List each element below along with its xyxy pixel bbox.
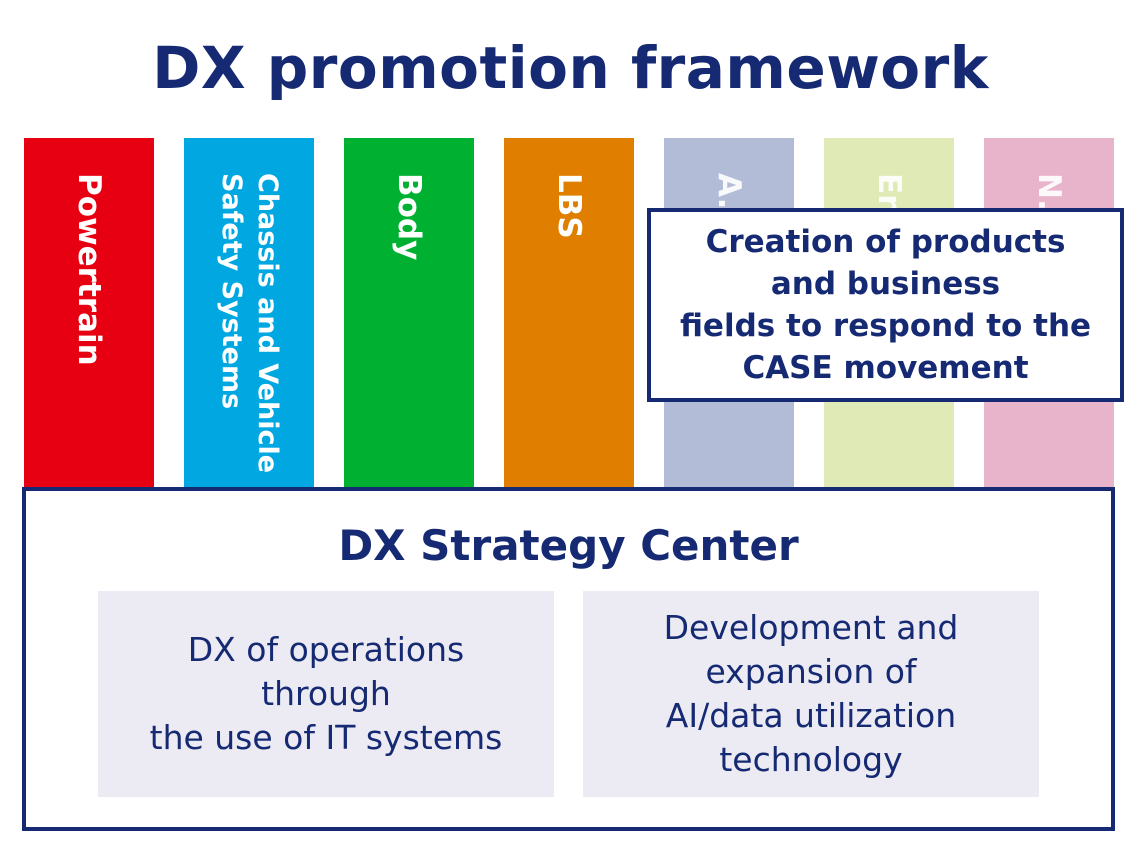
ai-data-box: Development and expansion of AI/data uti…: [583, 591, 1039, 797]
dx-strategy-center-title: DX Strategy Center: [338, 521, 799, 570]
column-label-chassis-safety: Chassis and Vehicle Safety Systems: [216, 173, 283, 474]
it-systems-text: DX of operations through the use of IT s…: [149, 630, 503, 757]
case-movement-box: Creation of products and business fields…: [647, 208, 1124, 402]
case-movement-text: Creation of products and business fields…: [679, 224, 1092, 386]
column-powertrain: Powertrain: [24, 138, 154, 493]
it-systems-box: DX of operations through the use of IT s…: [98, 591, 554, 797]
column-label-powertrain: Powertrain: [71, 173, 107, 366]
dx-strategy-center-box: DX Strategy Center DX of operations thro…: [22, 487, 1115, 831]
column-body: Body: [344, 138, 474, 493]
ai-data-text: Development and expansion of AI/data uti…: [663, 608, 959, 779]
column-label-lbs: LBS: [551, 173, 587, 239]
column-lbs: LBS: [504, 138, 634, 493]
column-label-body: Body: [391, 173, 427, 261]
column-chassis-safety: Chassis and Vehicle Safety Systems: [184, 138, 314, 493]
page-title: DX promotion framework: [152, 34, 989, 102]
